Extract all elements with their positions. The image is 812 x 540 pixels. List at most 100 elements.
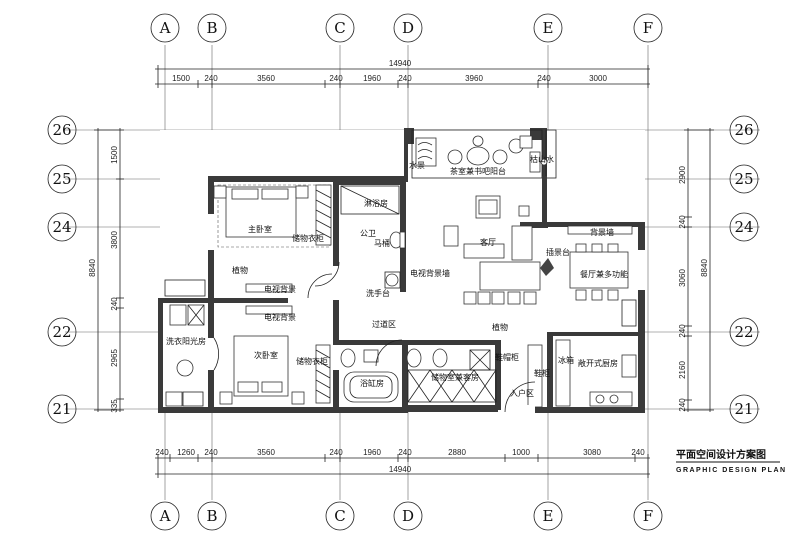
title-en: GRAPHIC DESIGN PLAN [676, 467, 787, 474]
label-plants-2: 植物 [492, 322, 508, 332]
grid-label-d-bottom: D [402, 507, 414, 525]
dim-bottom-seg: 240 [329, 448, 343, 457]
grid-label-e-bottom: E [543, 507, 554, 525]
grid-label-b-top: B [206, 19, 217, 37]
grid-circles-right: 26 25 24 22 21 [729, 115, 759, 424]
grid-label-c-top: C [334, 19, 345, 37]
label-landscape-table: 插景台 [546, 247, 570, 257]
dim-bottom-seg: 240 [204, 448, 218, 457]
grid-label-22-left: 22 [52, 323, 71, 341]
dim-top-total: 14940 [389, 59, 412, 68]
dim-right-seg: 2900 [678, 166, 687, 184]
water-feature-box [415, 137, 437, 167]
dim-bottom-seg: 3080 [583, 448, 601, 457]
label-public-bath: 公卫 [360, 229, 376, 238]
grid-label-22-right: 22 [734, 323, 753, 341]
label-second-bedroom: 次卧室 [254, 350, 278, 360]
grid-label-c-bottom: C [334, 507, 345, 525]
title-block: 平面空间设计方案图 GRAPHIC DESIGN PLAN [676, 448, 787, 474]
grid-label-f-bottom: F [643, 507, 653, 525]
grid-label-f-top: F [643, 19, 653, 37]
living-room-furniture [443, 195, 554, 305]
grid-circles-left: 26 25 24 22 21 [47, 115, 77, 424]
dim-right-total: 8840 [700, 259, 709, 277]
label-shoe-cab-2: 鞋柜 [534, 368, 550, 378]
dim-bottom-seg: 240 [631, 448, 645, 457]
dim-bottom-total: 14940 [389, 465, 412, 474]
dimension-left: 8840 1500 3800 240 2965 335 [88, 128, 124, 413]
label-tea-room: 茶室兼书吧阳台 [450, 166, 506, 176]
dining-furniture [567, 225, 637, 327]
master-bedroom-furniture [213, 184, 332, 293]
kitchen-fixtures [555, 339, 637, 407]
dim-top-seg: 3560 [257, 74, 275, 83]
dim-bottom-seg: 1260 [177, 448, 195, 457]
grid-label-24-left: 24 [52, 218, 71, 236]
dim-right-seg: 240 [678, 215, 687, 229]
grid-label-e-top: E [543, 19, 554, 37]
label-laundry-balcony: 洗衣阳光房 [166, 336, 206, 346]
grid-circles-bottom: A B C D E F [150, 501, 663, 531]
label-storage-guest: 储物室兼客房 [431, 372, 479, 382]
label-corridor: 过道区 [372, 319, 396, 329]
dim-right-seg: 240 [678, 398, 687, 412]
tea-room-furniture [415, 135, 548, 173]
door-arcs [213, 273, 403, 371]
grid-circles-top: A B C D E F [150, 13, 663, 43]
label-tv-feature-wall: 电视背景墙 [410, 268, 450, 278]
grid-label-a-top: A [159, 19, 171, 37]
label-rockery: 枯山水 [530, 154, 554, 164]
dim-left-seg: 3800 [110, 231, 119, 249]
dim-right-seg: 2160 [678, 361, 687, 379]
grid-label-24-right: 24 [734, 218, 753, 236]
laundry-furniture [164, 279, 206, 407]
guest-room-furniture [406, 348, 497, 403]
label-entrance: 入户区 [510, 388, 534, 398]
label-living-room: 客厅 [480, 237, 496, 247]
label-tv-wall-2: 电视背景 [264, 312, 296, 322]
dim-left-seg: 240 [110, 297, 119, 311]
label-storage-wardrobe: 储物衣柜 [292, 233, 324, 243]
bathtub-fixtures [340, 348, 399, 403]
dim-bottom-seg: 2880 [448, 448, 466, 457]
label-wash-basin: 洗手台 [366, 288, 390, 298]
grid-label-26-left: 26 [52, 121, 71, 139]
label-open-kitchen: 敞开式厨房 [578, 358, 618, 368]
dim-right-seg: 240 [678, 324, 687, 338]
room-labels: 茶室兼书吧阳台 水景 枯山水 淋浴房 主卧室 储物衣柜 公卫 马桶 植物 电视背… [166, 154, 628, 398]
dim-left-seg: 2965 [110, 349, 119, 367]
label-water-feature: 水景 [409, 160, 425, 170]
label-fridge: 冰箱 [558, 355, 574, 365]
second-bedroom-furniture [219, 305, 331, 405]
dim-top-seg: 240 [537, 74, 551, 83]
dim-top-seg: 240 [329, 74, 343, 83]
dim-left-total: 8840 [88, 259, 97, 277]
label-shower: 淋浴房 [364, 198, 388, 208]
grid-label-21-right: 21 [734, 400, 753, 418]
entrance-area [504, 344, 543, 413]
grid-label-a-bottom: A [159, 507, 171, 525]
dim-bottom-seg: 1960 [363, 448, 381, 457]
label-shoe-cabinet: 鞋帽柜 [495, 352, 519, 362]
dim-bottom-seg: 1000 [512, 448, 530, 457]
title-cn: 平面空间设计方案图 [676, 448, 766, 461]
grid-label-26-right: 26 [734, 121, 753, 139]
dim-left-seg: 1500 [110, 146, 119, 164]
label-master-bedroom: 主卧室 [248, 224, 272, 234]
label-toilet: 马桶 [374, 238, 390, 248]
dim-top-seg: 240 [204, 74, 218, 83]
label-plants-1: 植物 [232, 265, 248, 275]
dim-bottom-seg: 240 [155, 448, 169, 457]
dim-top-seg: 1960 [363, 74, 381, 83]
label-storage-wardrobe-2: 储物衣柜 [296, 356, 328, 366]
dim-bottom-seg: 240 [398, 448, 412, 457]
dimension-bottom: 14940 240 1260 240 3560 240 1960 240 288… [155, 448, 650, 478]
label-dining-multi: 餐厅兼多功能 [580, 269, 628, 279]
public-bath-fixtures [314, 185, 406, 289]
dim-top-seg: 3000 [589, 74, 607, 83]
label-tv-wall-1: 电视背景 [264, 284, 296, 294]
dimension-top: 14940 1500 240 3560 240 1960 240 3960 24… [155, 59, 650, 88]
grid-label-d-top: D [402, 19, 414, 37]
grid-label-21-left: 21 [52, 400, 71, 418]
